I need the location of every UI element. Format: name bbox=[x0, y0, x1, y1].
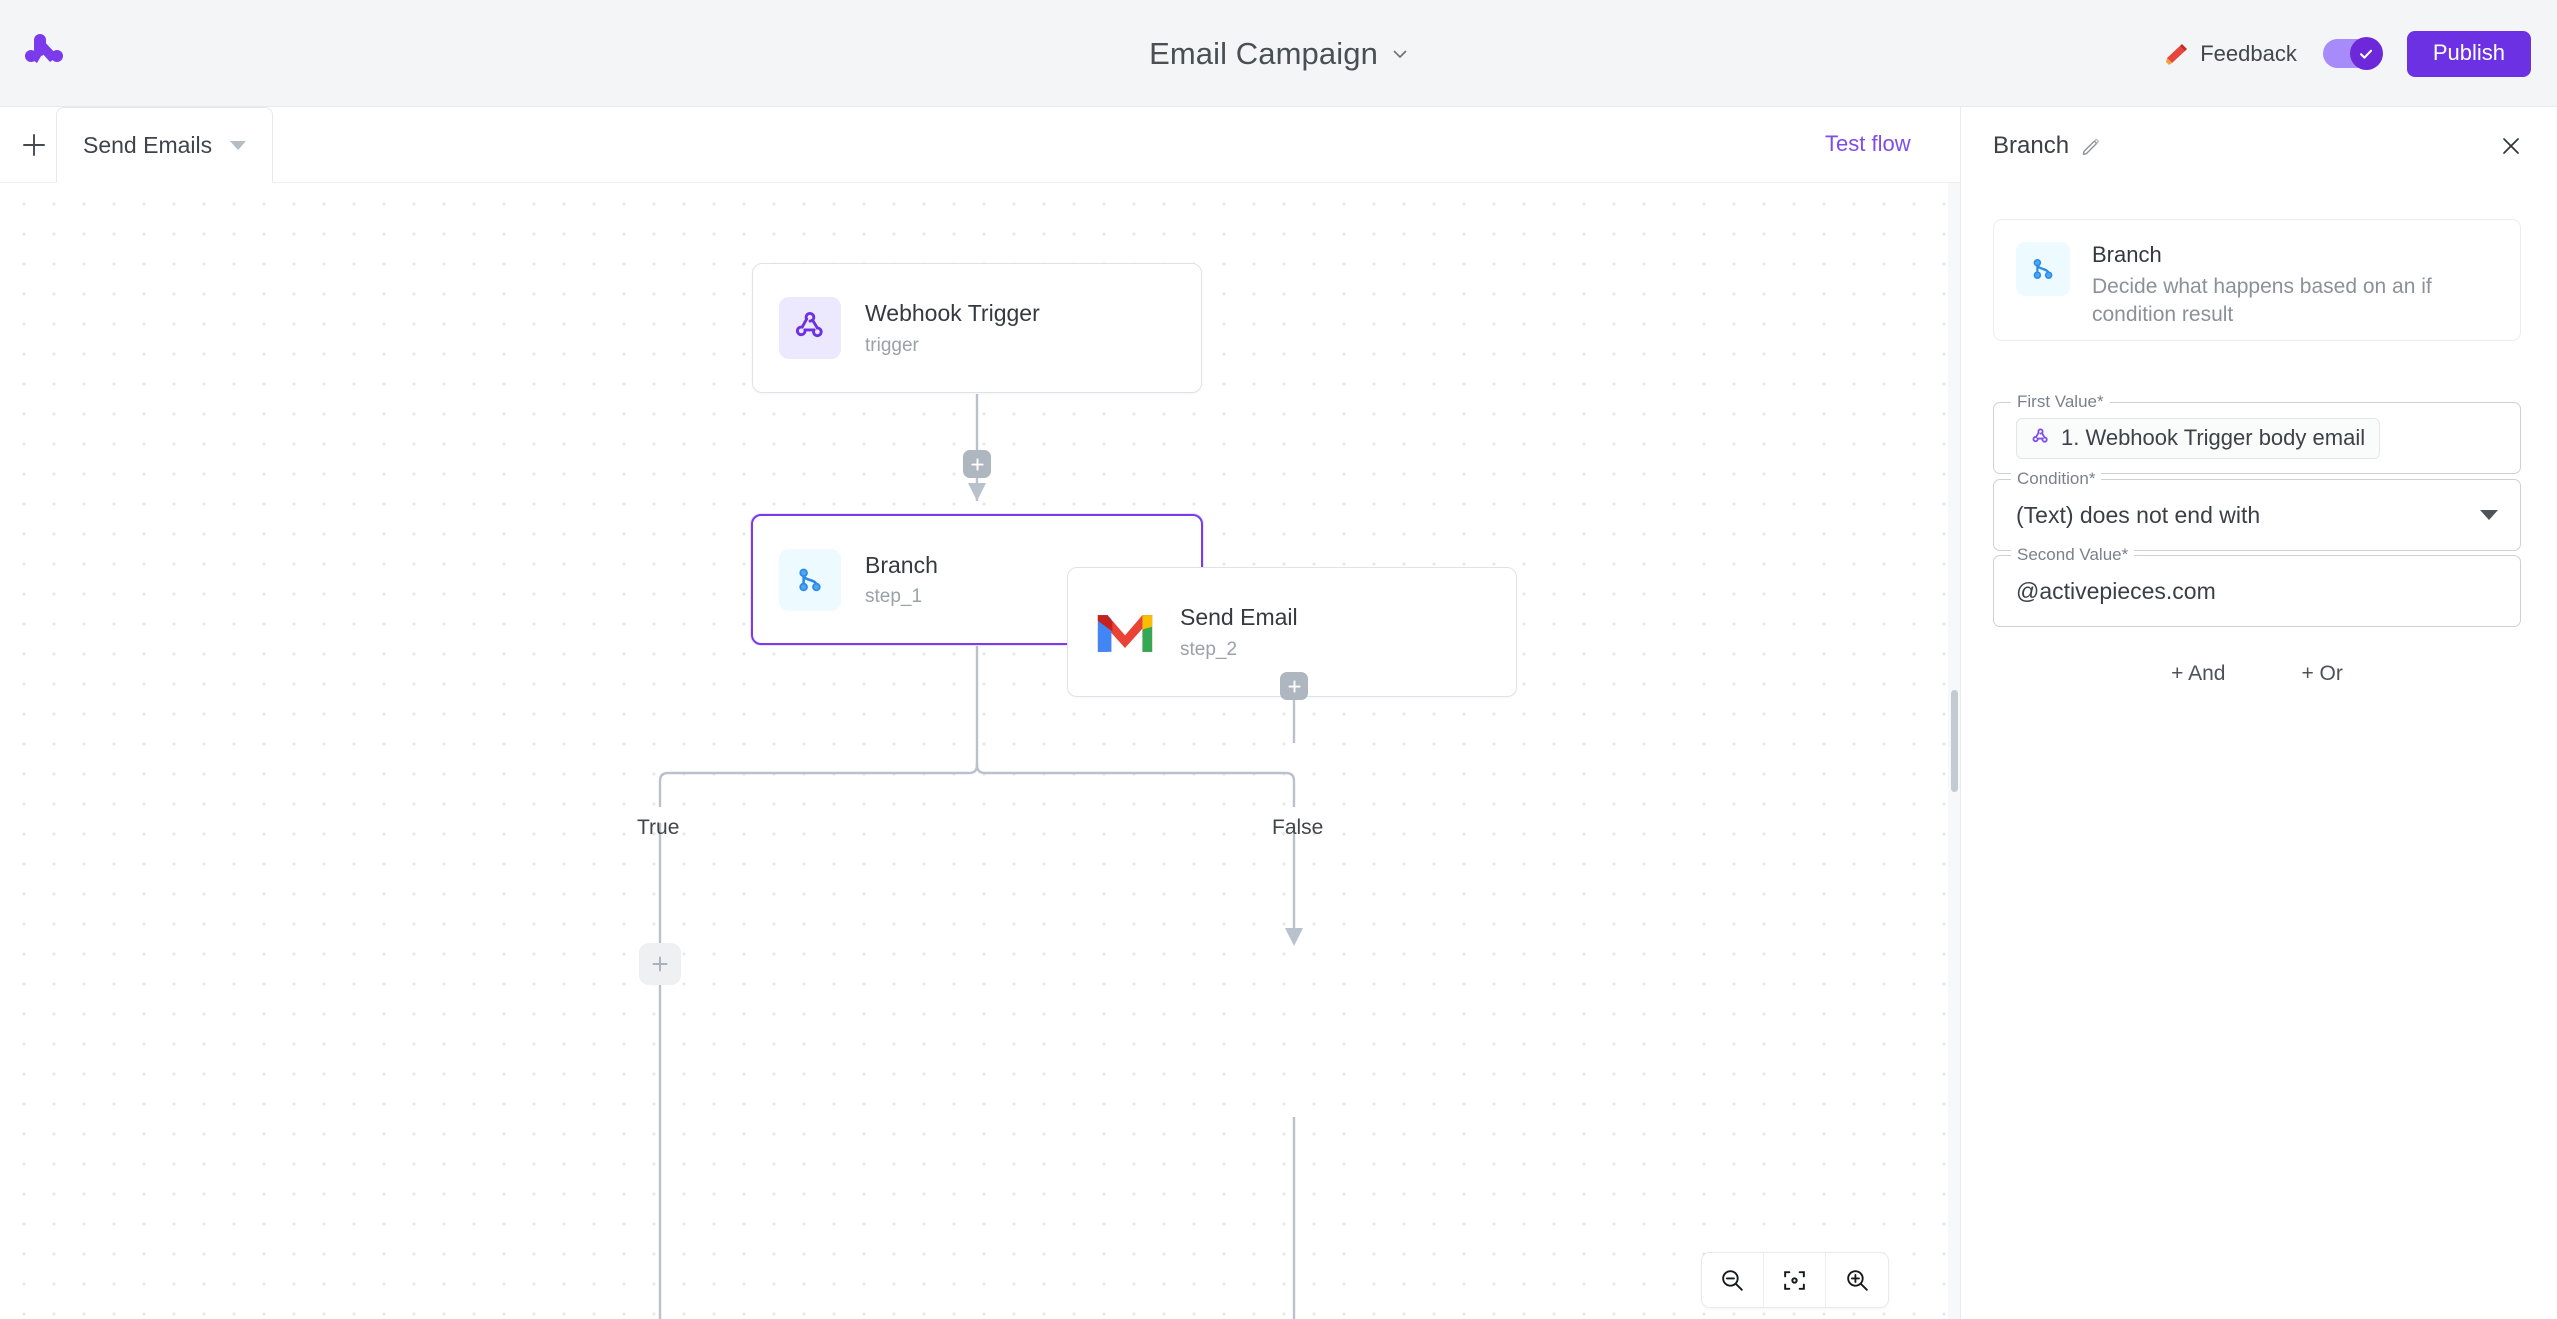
node-text-block: Send Email step_2 bbox=[1180, 603, 1298, 661]
feedback-button[interactable]: Feedback bbox=[2164, 41, 2297, 67]
plus-icon bbox=[652, 956, 668, 972]
publish-button[interactable]: Publish bbox=[2406, 30, 2531, 77]
condition-value: (Text) does not end with bbox=[2016, 501, 2261, 528]
piece-info-card: Branch Decide what happens based on an i… bbox=[1993, 219, 2521, 341]
close-panel-button[interactable] bbox=[2494, 129, 2528, 163]
flow-node-webhook-trigger[interactable]: Webhook Trigger trigger bbox=[752, 263, 1202, 393]
node-title: Branch bbox=[865, 551, 938, 578]
top-bar: Email Campaign Feedback bbox=[0, 0, 2557, 107]
webhook-icon bbox=[2032, 428, 2048, 443]
node-title: Send Email bbox=[1180, 604, 1298, 631]
flow-tabs-bar: Send Emails bbox=[0, 107, 1960, 183]
piece-text-block: Branch Decide what happens based on an i… bbox=[2092, 242, 2488, 340]
add-and-condition-button[interactable]: + And bbox=[2169, 658, 2227, 690]
flow-title-group: Email Campaign bbox=[0, 0, 2557, 107]
header-actions: Feedback Publish bbox=[2164, 0, 2531, 107]
tab-send-emails[interactable]: Send Emails bbox=[56, 107, 274, 183]
branch-label-false: False bbox=[1272, 816, 1324, 839]
fit-to-view-icon bbox=[1784, 1270, 1805, 1290]
test-flow-button[interactable]: Test flow bbox=[1825, 131, 1911, 156]
flow-canvas[interactable]: Webhook Trigger trigger Branch step_1 Tr… bbox=[0, 183, 1960, 1319]
tab-label: Send Emails bbox=[83, 131, 213, 158]
panel-title: Branch bbox=[1993, 132, 2070, 159]
step-settings-panel: Branch Branch Decide what happens based … bbox=[1960, 107, 2557, 1319]
zoom-out-button[interactable] bbox=[1702, 1253, 1764, 1307]
megaphone-icon bbox=[2164, 41, 2190, 67]
activepieces-logo[interactable] bbox=[20, 28, 68, 76]
caret-down-icon[interactable] bbox=[2480, 510, 2498, 520]
piece-name: Branch bbox=[2092, 242, 2162, 267]
logic-operator-buttons: + And + Or bbox=[1993, 658, 2521, 690]
zoom-out-icon bbox=[1722, 1269, 1743, 1291]
plus-icon bbox=[23, 134, 45, 156]
condition-label: Condition* bbox=[2011, 469, 2102, 489]
second-value-label: Second Value* bbox=[2011, 545, 2135, 565]
fit-to-view-button[interactable] bbox=[1764, 1253, 1826, 1307]
node-title: Webhook Trigger bbox=[865, 300, 1040, 327]
plus-icon bbox=[1287, 679, 1301, 693]
add-step-button-true-branch[interactable] bbox=[639, 943, 681, 985]
branch-label-true: True bbox=[637, 816, 680, 839]
add-step-button-after-trigger[interactable] bbox=[963, 450, 991, 478]
add-or-condition-button[interactable]: + Or bbox=[2299, 658, 2344, 690]
node-text-block: Branch step_1 bbox=[865, 551, 938, 609]
node-step-id: trigger bbox=[865, 334, 919, 356]
page-title[interactable]: Email Campaign bbox=[1149, 35, 1378, 71]
webhook-icon bbox=[779, 297, 841, 359]
canvas-scrollbar-thumb[interactable] bbox=[1951, 690, 1958, 792]
variable-token-chip[interactable]: 1. Webhook Trigger body email bbox=[2016, 417, 2381, 459]
add-tab-button[interactable] bbox=[12, 123, 56, 167]
branch-icon bbox=[2016, 242, 2070, 296]
check-icon bbox=[2360, 49, 2373, 59]
node-text-block: Webhook Trigger trigger bbox=[865, 299, 1040, 357]
add-step-button-after-send-email[interactable] bbox=[1280, 672, 1308, 700]
pencil-icon[interactable] bbox=[2081, 136, 2101, 156]
plus-icon bbox=[970, 457, 984, 471]
first-value-field[interactable]: First Value* 1. Webhook Trigger body ema… bbox=[1993, 392, 2521, 474]
node-step-id: step_1 bbox=[865, 586, 923, 608]
feedback-label: Feedback bbox=[2200, 40, 2297, 66]
condition-select[interactable]: Condition* (Text) does not end with bbox=[1993, 469, 2521, 551]
canvas-zoom-controls bbox=[1701, 1252, 1889, 1308]
branch-icon bbox=[779, 548, 841, 611]
zoom-in-icon bbox=[1846, 1269, 1868, 1291]
toggle-knob bbox=[2349, 37, 2383, 70]
zoom-in-button[interactable] bbox=[1826, 1253, 1888, 1307]
second-value-text: @activepieces.com bbox=[2016, 577, 2216, 604]
first-value-label: First Value* bbox=[2011, 392, 2110, 412]
variable-token-label: 1. Webhook Trigger body email bbox=[2061, 424, 2366, 450]
chevron-down-icon[interactable] bbox=[1392, 46, 1408, 62]
close-icon bbox=[2503, 138, 2519, 154]
piece-description: Decide what happens based on an if condi… bbox=[2092, 275, 2432, 327]
gmail-icon bbox=[1094, 601, 1156, 663]
node-step-id: step_2 bbox=[1180, 638, 1238, 660]
first-value-content: 1. Webhook Trigger body email bbox=[1994, 403, 2520, 473]
publish-toggle[interactable] bbox=[2322, 37, 2383, 70]
panel-header: Branch bbox=[1961, 107, 2557, 185]
caret-down-icon bbox=[230, 140, 247, 150]
second-value-input[interactable]: Second Value* @activepieces.com bbox=[1993, 545, 2521, 627]
